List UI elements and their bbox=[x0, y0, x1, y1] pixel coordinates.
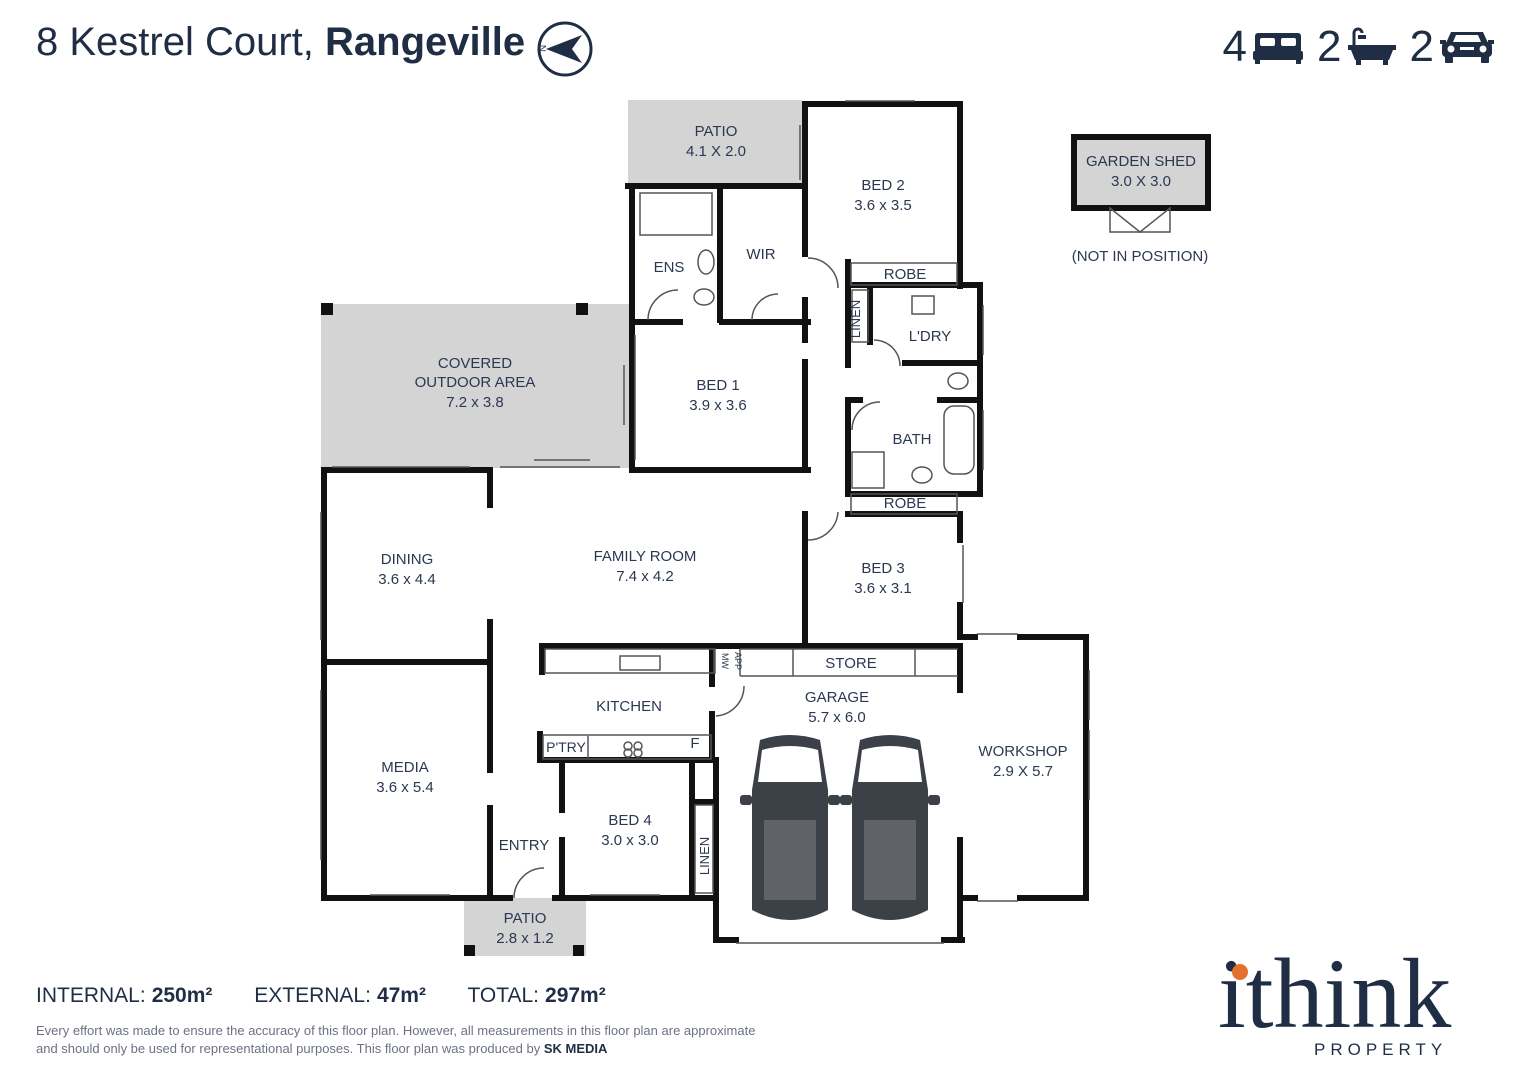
logo-subtitle: PROPERTY bbox=[1314, 1040, 1448, 1059]
garage-label: GARAGE bbox=[805, 689, 869, 706]
ens-label: ENS bbox=[654, 259, 685, 276]
entry-label: ENTRY bbox=[499, 837, 550, 854]
covered-outdoor-label-2: OUTDOOR AREA bbox=[415, 374, 536, 391]
car-icon bbox=[840, 735, 940, 920]
bath-label: BATH bbox=[893, 431, 932, 448]
patio-bottom-size: 2.8 x 1.2 bbox=[496, 930, 554, 947]
covered-outdoor-label-1: COVERED bbox=[438, 355, 512, 372]
garden-shed-size: 3.0 X 3.0 bbox=[1111, 173, 1171, 190]
producer-name: SK MEDIA bbox=[543, 1041, 608, 1056]
wir-label: WIR bbox=[746, 246, 775, 263]
covered-outdoor-size: 7.2 x 3.8 bbox=[446, 394, 504, 411]
dining-size: 3.6 x 4.4 bbox=[378, 571, 436, 588]
garden-shed-note: (NOT IN POSITION) bbox=[1072, 248, 1208, 265]
robe-top-label: ROBE bbox=[884, 266, 927, 283]
property-address: 8 Kestrel Court, Rangeville bbox=[36, 20, 525, 65]
bath-icon bbox=[1347, 27, 1396, 65]
family-room-size: 7.4 x 4.2 bbox=[616, 568, 674, 585]
external-area-value: 47m² bbox=[376, 984, 426, 1007]
robe-bottom-label: ROBE bbox=[884, 495, 927, 512]
linen-top-label: LINEN bbox=[848, 300, 863, 338]
laundry-label: L'DRY bbox=[909, 328, 952, 345]
patio-top-area bbox=[628, 100, 802, 184]
patio-top-label: PATIO bbox=[695, 123, 738, 140]
workshop-size: 2.9 X 5.7 bbox=[993, 763, 1053, 780]
suburb: Rangeville bbox=[325, 20, 526, 64]
patio-bottom-area bbox=[464, 898, 586, 956]
external-area-label: EXTERNAL: bbox=[254, 984, 371, 1007]
logo-wordmark: ithink bbox=[1218, 938, 1452, 1049]
svg-text:N: N bbox=[538, 45, 549, 52]
car-space-count: 2 bbox=[1409, 22, 1434, 71]
app-label: APP bbox=[733, 652, 743, 670]
total-area-value: 297m² bbox=[545, 984, 606, 1007]
bed2-size: 3.6 x 3.5 bbox=[854, 197, 912, 214]
internal-area-value: 250m² bbox=[151, 984, 213, 1007]
property-stats: 4 2 2 bbox=[1209, 22, 1494, 72]
mw-label: MW bbox=[720, 653, 730, 669]
bed3-size: 3.6 x 3.1 bbox=[854, 580, 912, 597]
car-icon bbox=[740, 735, 840, 920]
ithink-property-logo: ithink PROPERTY bbox=[1218, 944, 1498, 1064]
linen-bottom-label: LINEN bbox=[697, 837, 712, 875]
street-address: 8 Kestrel Court, bbox=[36, 20, 326, 64]
compass-north-icon: N bbox=[537, 21, 593, 77]
pantry-label: P'TRY bbox=[546, 739, 586, 755]
media-size: 3.6 x 5.4 bbox=[376, 779, 434, 796]
bed4-size: 3.0 x 3.0 bbox=[601, 832, 659, 849]
media-label: MEDIA bbox=[381, 759, 429, 776]
workshop-label: WORKSHOP bbox=[978, 743, 1067, 760]
patio-top-size: 4.1 X 2.0 bbox=[686, 143, 746, 160]
car-icon bbox=[1440, 32, 1494, 63]
logo-dot bbox=[1232, 964, 1248, 980]
total-area-label: TOTAL: bbox=[467, 984, 540, 1007]
family-room-label: FAMILY ROOM bbox=[594, 548, 697, 565]
store-label: STORE bbox=[825, 655, 876, 672]
bedroom-count: 4 bbox=[1222, 22, 1248, 71]
disclaimer: Every effort was made to ensure the accu… bbox=[36, 1022, 796, 1058]
fridge-label: F bbox=[690, 735, 699, 752]
disclaimer-line-1: Every effort was made to ensure the accu… bbox=[36, 1023, 756, 1038]
fixtures bbox=[320, 100, 1171, 944]
bed-icon bbox=[1253, 33, 1304, 64]
bed2-label: BED 2 bbox=[861, 177, 904, 194]
bed4-label: BED 4 bbox=[608, 812, 651, 829]
dining-label: DINING bbox=[381, 551, 434, 568]
internal-area-label: INTERNAL: bbox=[36, 984, 146, 1007]
bed3-label: BED 3 bbox=[861, 560, 904, 577]
patio-bottom-label: PATIO bbox=[504, 910, 547, 927]
covered-outdoor-area bbox=[321, 304, 632, 468]
area-summary: INTERNAL:250m² EXTERNAL:47m² TOTAL:297m² bbox=[36, 984, 642, 1008]
garden-shed-label: GARDEN SHED bbox=[1086, 153, 1196, 170]
disclaimer-line-2: and should only be used for representati… bbox=[36, 1041, 544, 1056]
bathroom-count: 2 bbox=[1317, 22, 1342, 71]
kitchen-label: KITCHEN bbox=[596, 698, 662, 715]
posts bbox=[321, 303, 588, 956]
garden-shed-area bbox=[1074, 137, 1208, 208]
bed1-size: 3.9 x 3.6 bbox=[689, 397, 747, 414]
bed1-label: BED 1 bbox=[696, 377, 739, 394]
garage-size: 5.7 x 6.0 bbox=[808, 709, 866, 726]
